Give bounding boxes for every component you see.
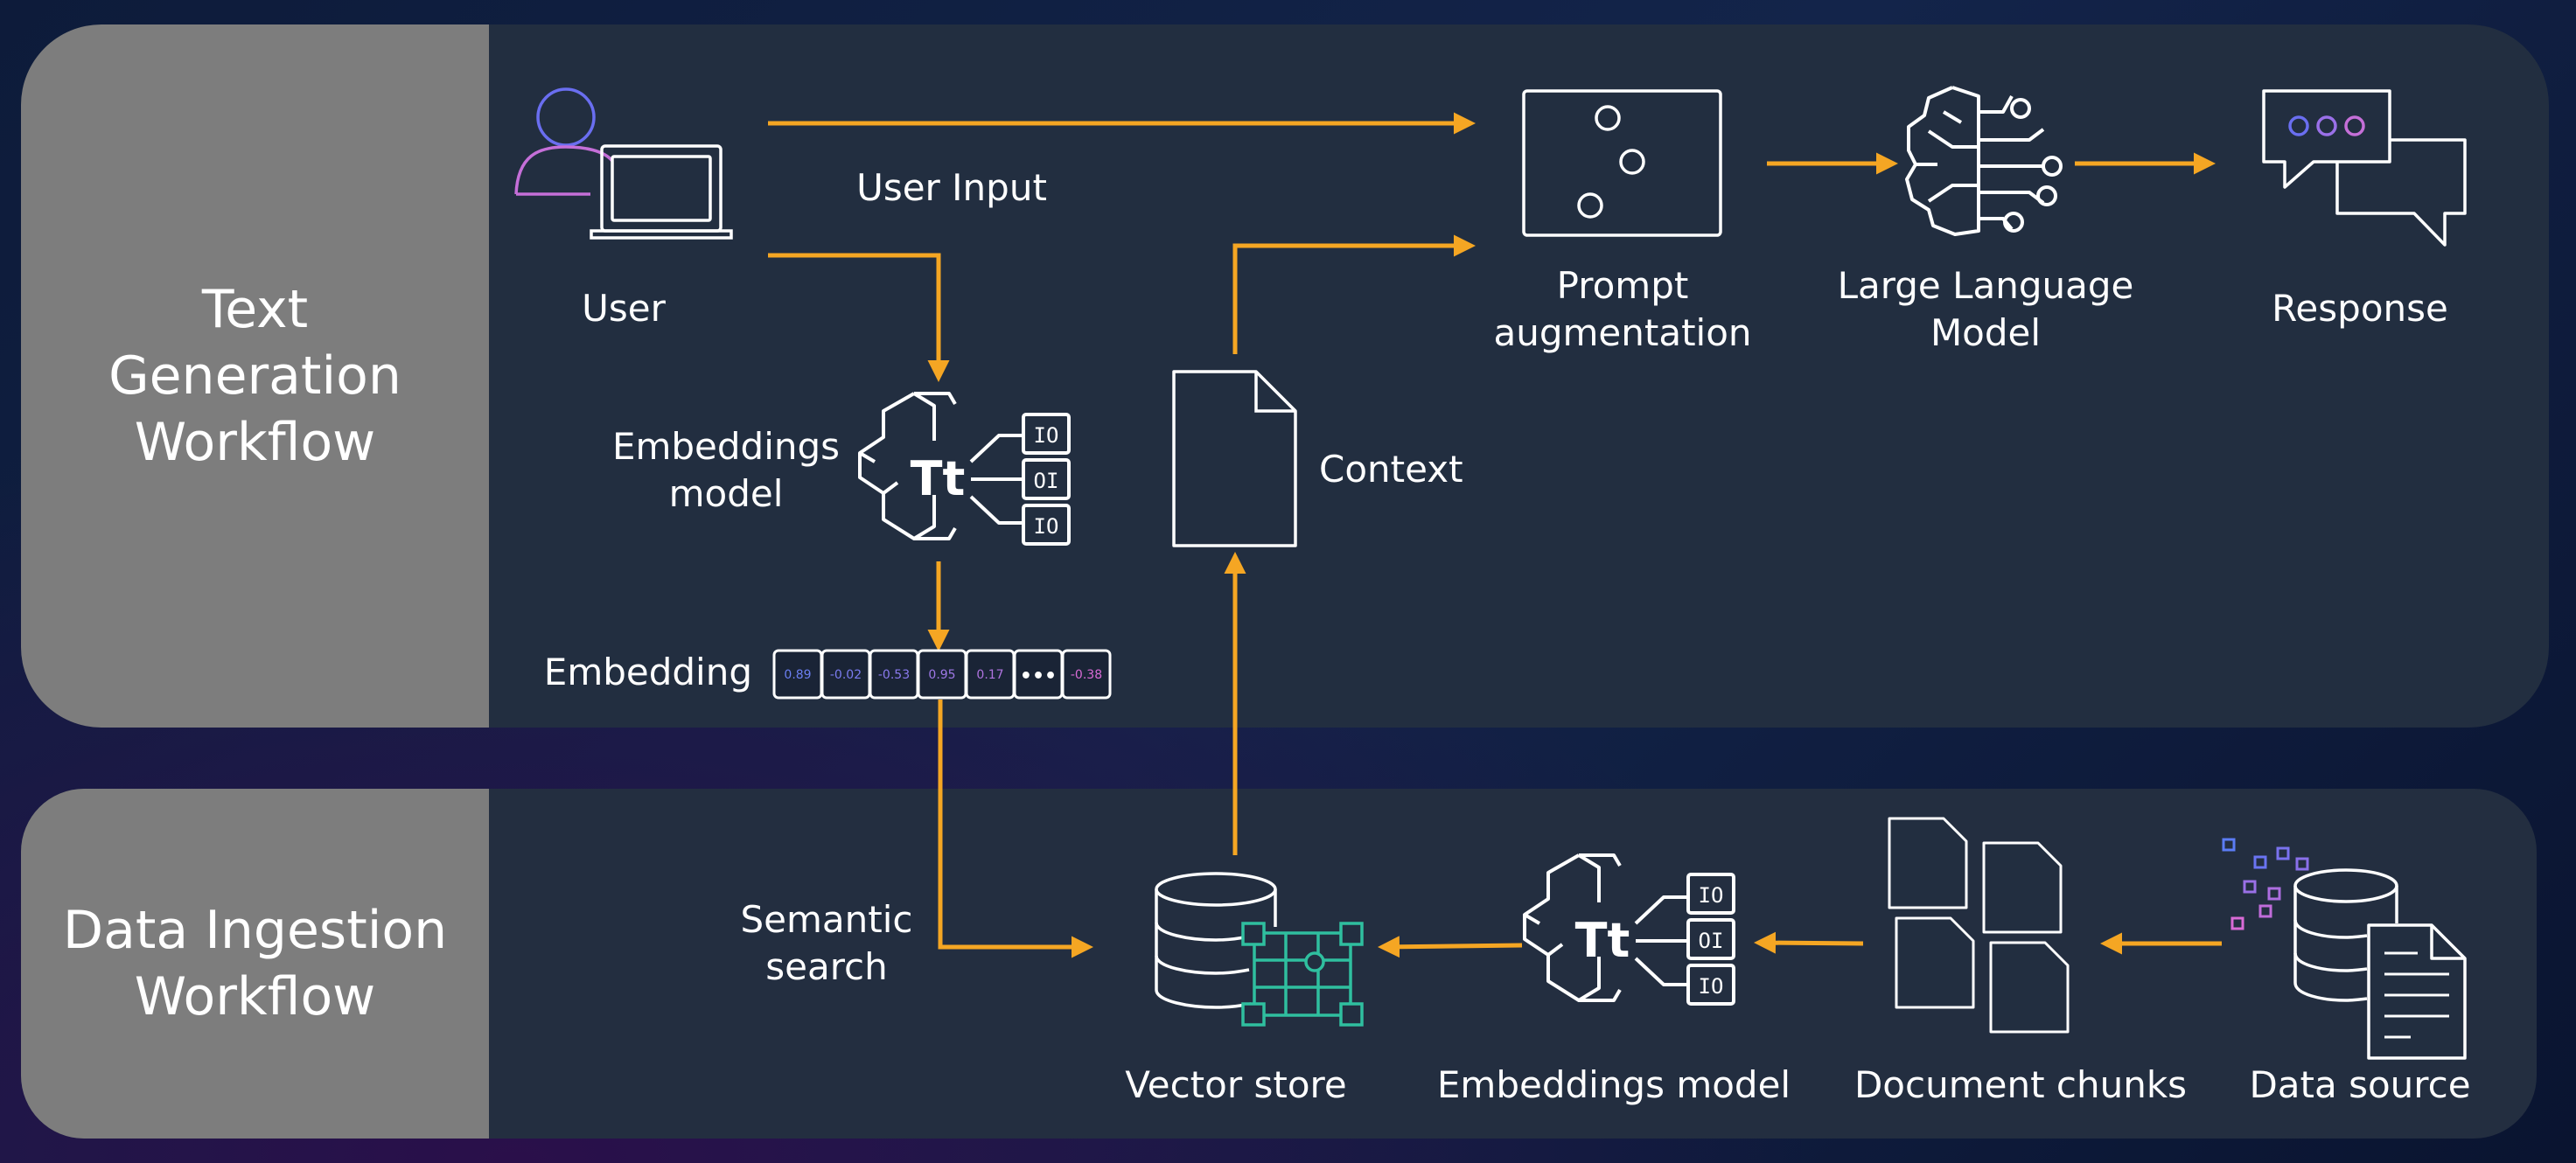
- embedding-value: -0.53: [878, 668, 910, 682]
- document-icon: [1172, 370, 1297, 547]
- embedding-vector: 0.89 -0.02 -0.53 0.95 0.17 ••• -0.38: [772, 649, 1112, 700]
- document-stack-icon: [1888, 817, 2070, 1034]
- text-generation-label: Text Generation Workflow: [21, 24, 489, 728]
- embedding-cell: 0.17: [965, 649, 1016, 700]
- arrow-chunks-to-embeddings: [1754, 931, 1864, 954]
- brain-text-icon: Tt IO OI IO: [858, 392, 1071, 546]
- context-label: Context: [1319, 448, 1463, 491]
- svg-text:Tt: Tt: [1575, 913, 1630, 968]
- arrow-user-to-embeddings: [768, 253, 950, 382]
- data-ingestion-panel: Data Ingestion Workflow: [21, 789, 2537, 1139]
- embedding-cell: -0.53: [869, 649, 919, 700]
- embedding-cell: 0.95: [917, 649, 967, 700]
- svg-text:IO: IO: [1034, 514, 1059, 539]
- user-icon: [514, 87, 614, 196]
- embedding-value: 0.89: [784, 668, 811, 682]
- chat-bubbles-icon: [2262, 89, 2467, 247]
- database-grid-icon: [1155, 872, 1364, 1027]
- user-input-label: User Input: [856, 166, 1047, 209]
- embeddings-model-bottom-label: Embeddings model: [1436, 1063, 1791, 1106]
- prompt-augmentation-label: Prompt augmentation: [1493, 264, 1752, 354]
- arrow-embeddings-to-vectorstore: [1378, 936, 1523, 958]
- sliders-icon: [1522, 89, 1722, 237]
- svg-text:IO: IO: [1034, 423, 1059, 448]
- embedding-value: 0.17: [976, 668, 1003, 682]
- svg-text:Tt: Tt: [911, 451, 966, 506]
- data-source-label: Data source: [2249, 1063, 2471, 1106]
- arrow-context-to-prompt: [1232, 234, 1476, 354]
- svg-text:IO: IO: [1699, 883, 1724, 908]
- svg-text:IO: IO: [1699, 974, 1724, 999]
- text-generation-title: Text Generation Workflow: [108, 279, 401, 473]
- vector-store-label: Vector store: [1125, 1063, 1347, 1106]
- semantic-search-label: Semantic search: [740, 898, 913, 988]
- data-ingestion-title: Data Ingestion Workflow: [62, 900, 448, 1027]
- embeddings-model-top-label: Embeddings model: [611, 425, 841, 515]
- embedding-value: 0.95: [928, 668, 955, 682]
- database-document-icon: [2222, 838, 2467, 1060]
- svg-text:OI: OI: [1699, 929, 1724, 953]
- brain-text-icon: Tt IO OI IO: [1523, 853, 1735, 1006]
- embedding-value: -0.02: [830, 668, 862, 682]
- laptop-icon: [590, 144, 733, 240]
- embedding-label: Embedding: [543, 651, 752, 693]
- document-chunks-label: Document chunks: [1853, 1063, 2188, 1106]
- response-label: Response: [2272, 287, 2448, 330]
- embedding-value: -0.38: [1071, 668, 1102, 682]
- embedding-cell: -0.38: [1061, 649, 1112, 700]
- arrow-embedding-to-vectorstore: [938, 700, 1093, 958]
- embedding-cell: 0.89: [772, 649, 823, 700]
- user-label: User: [582, 287, 666, 330]
- embedding-cell: -0.02: [820, 649, 871, 700]
- text-generation-panel: Text Generation Workflow: [21, 24, 2549, 728]
- embedding-cell: •••: [1013, 649, 1064, 700]
- arrows: [768, 112, 2222, 958]
- embedding-ellipsis: •••: [1020, 665, 1057, 687]
- svg-text:OI: OI: [1034, 469, 1059, 493]
- brain-circuit-icon: [1905, 86, 2063, 236]
- llm-label: Large Language Model: [1837, 264, 2134, 354]
- data-ingestion-label: Data Ingestion Workflow: [21, 789, 489, 1139]
